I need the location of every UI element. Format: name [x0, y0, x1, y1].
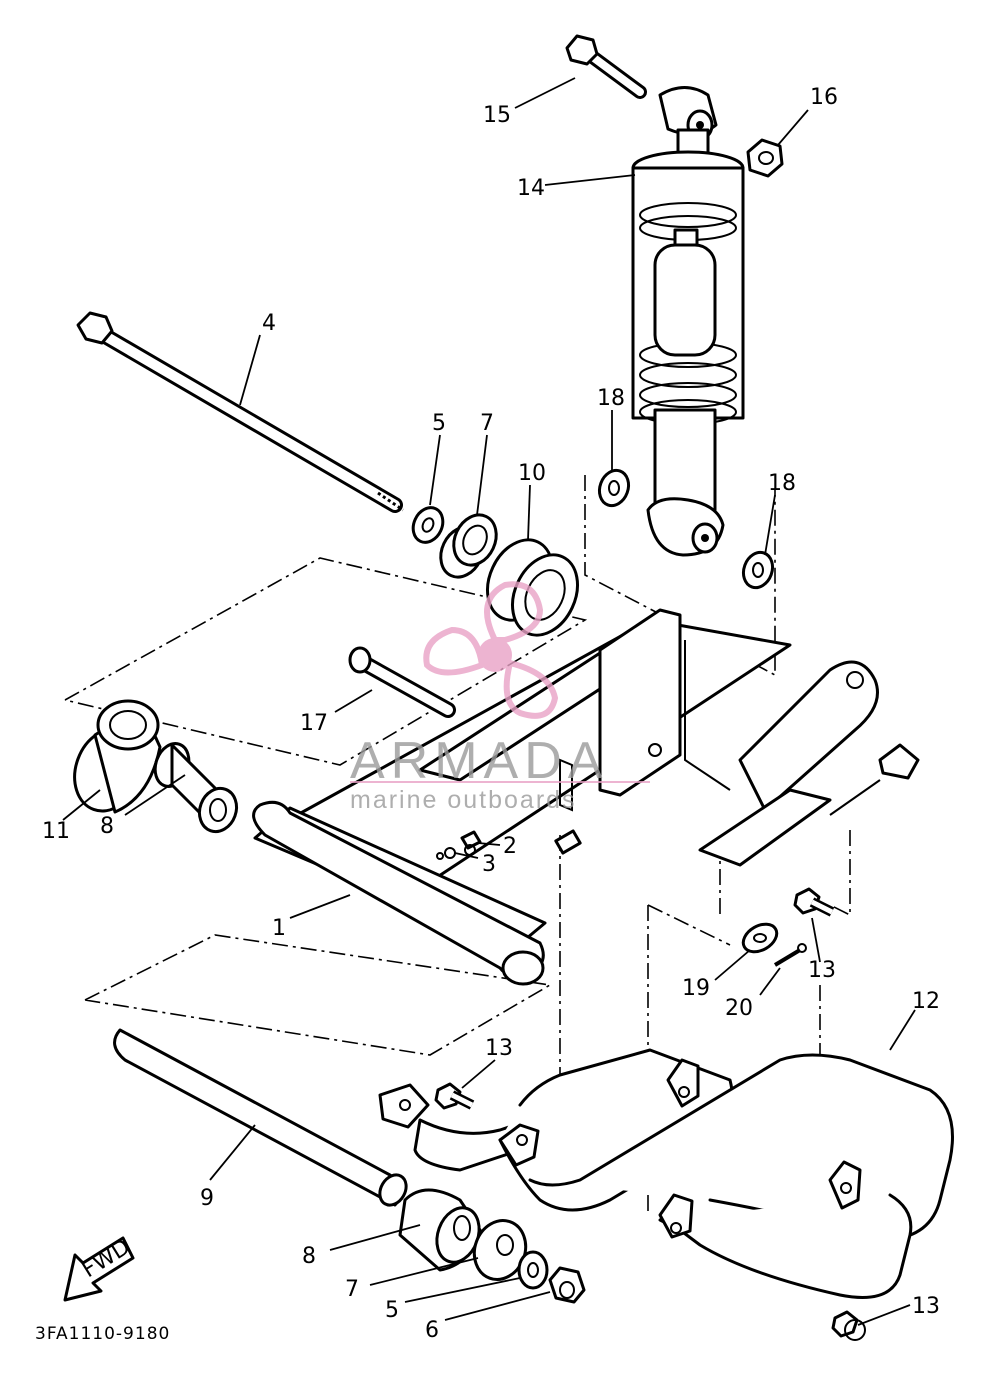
frame-washer [741, 922, 779, 954]
callout-9: 9 [200, 1186, 214, 1211]
pivot-pin [348, 646, 456, 718]
propeller-logo [423, 581, 559, 719]
shock-absorber [631, 86, 745, 557]
callout-20: 20 [725, 996, 753, 1021]
callout-6: 6 [425, 1318, 439, 1343]
forward-direction-arrow: FWD [63, 1235, 135, 1302]
callout-4: 4 [262, 311, 276, 336]
callout-16: 16 [810, 85, 838, 110]
callout-15: 15 [483, 103, 511, 128]
callout-1: 1 [272, 916, 286, 941]
upper-bushing [439, 513, 498, 579]
pivot-bolt [76, 311, 404, 513]
callout-8-upper: 8 [100, 814, 114, 839]
callout-13-lower: 13 [912, 1294, 940, 1319]
callout-17: 17 [300, 711, 328, 736]
callout-18-right: 18 [768, 471, 796, 496]
callout-10: 10 [518, 461, 546, 486]
callout-8-lower: 8 [302, 1244, 316, 1269]
left-bushing [153, 742, 239, 834]
cotter-pin [773, 943, 807, 967]
callout-19: 19 [682, 976, 710, 1001]
shock-upper-nut [746, 138, 784, 178]
callout-5-upper: 5 [432, 411, 446, 436]
shock-washer-left [597, 468, 631, 508]
lower-washer [517, 1250, 549, 1290]
lower-nut [548, 1266, 586, 1304]
upper-washer [411, 506, 445, 544]
armada-watermark: ARMADA marine outboards [350, 581, 650, 814]
callout-7-upper: 7 [480, 411, 494, 436]
callout-13-left: 13 [485, 1036, 513, 1061]
shock-washer-right [741, 550, 775, 590]
grease-nipple [460, 830, 482, 856]
swing-arm [252, 608, 920, 986]
callout-labels: 4 5 7 10 18 18 14 15 16 17 11 8 1 2 3 9 … [42, 85, 940, 1343]
guard-bolt-left [434, 1082, 475, 1110]
guard-bolt-upper-right [793, 887, 835, 917]
callout-13-right: 13 [808, 958, 836, 983]
guard-bolt-lower-right [831, 1310, 866, 1341]
guard-frame [378, 1048, 954, 1299]
callout-5-lower: 5 [385, 1298, 399, 1323]
watermark-tagline: marine outboards [350, 786, 577, 814]
callout-14: 14 [517, 176, 545, 201]
callout-3: 3 [482, 852, 496, 877]
lower-bushing [398, 1188, 482, 1272]
diagram-code: 3FA1110-9180 [35, 1324, 170, 1344]
shock-upper-bolt [565, 34, 647, 99]
callout-12: 12 [912, 989, 940, 1014]
callout-7-lower: 7 [345, 1277, 359, 1302]
pivot-sleeve [113, 1028, 408, 1207]
leader-lines [62, 77, 916, 1326]
watermark-brand: ARMADA [350, 732, 608, 790]
callout-18-left: 18 [597, 386, 625, 411]
left-bearing [73, 699, 162, 814]
callout-2: 2 [503, 834, 517, 859]
callout-11: 11 [42, 819, 70, 844]
